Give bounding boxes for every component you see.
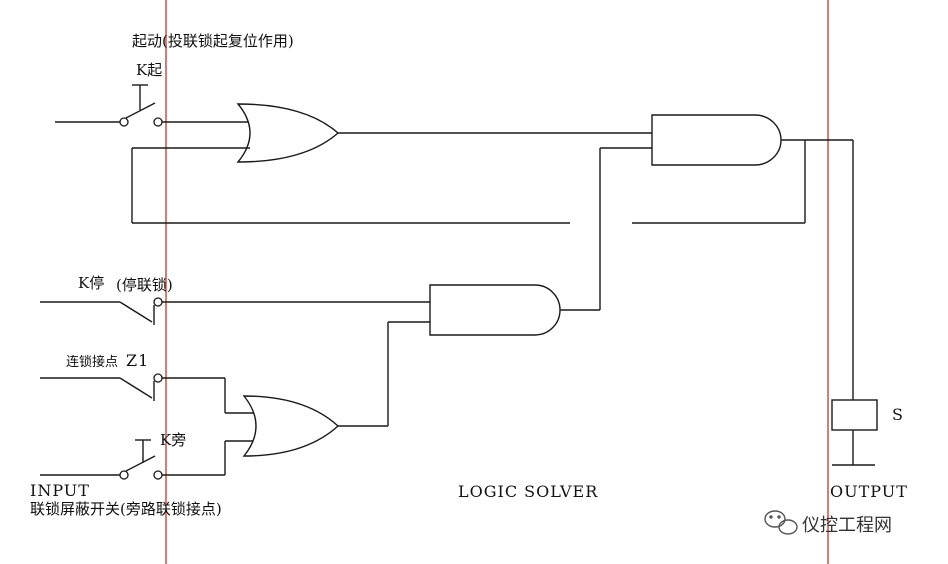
- stop-note-label: (停联锁): [116, 276, 173, 294]
- k-stop-label: K停: [78, 274, 104, 292]
- start-label: 起动(投联锁起复位作用): [132, 32, 294, 50]
- stop-switch: [40, 297, 163, 325]
- output-label: OUTPUT: [830, 482, 908, 501]
- coil-s-label: S: [892, 405, 904, 424]
- k-start-label: K起: [136, 61, 162, 79]
- start-switch: [55, 84, 248, 127]
- interlock-contact-label: 连锁接点: [66, 354, 118, 370]
- or-gate-bypass: [242, 395, 340, 457]
- k-bypass-label: K旁: [160, 431, 186, 449]
- and-gate-interlock: [429, 284, 561, 336]
- input-label: INPUT: [30, 481, 90, 500]
- interlock-contact-z1: [40, 373, 163, 401]
- or-gate-start: [236, 103, 340, 163]
- z1-label: Z1: [126, 351, 149, 370]
- bypass-switch-label: 联锁屏蔽开关(旁路联锁接点): [30, 500, 222, 518]
- output-coil-s: [831, 399, 878, 431]
- bypass-switch: [40, 439, 163, 480]
- and-gate-output: [651, 114, 782, 166]
- logic-solver-label: LOGIC SOLVER: [458, 482, 598, 501]
- wechat-icon: [764, 510, 798, 535]
- watermark-text: 仪控工程网: [802, 515, 892, 536]
